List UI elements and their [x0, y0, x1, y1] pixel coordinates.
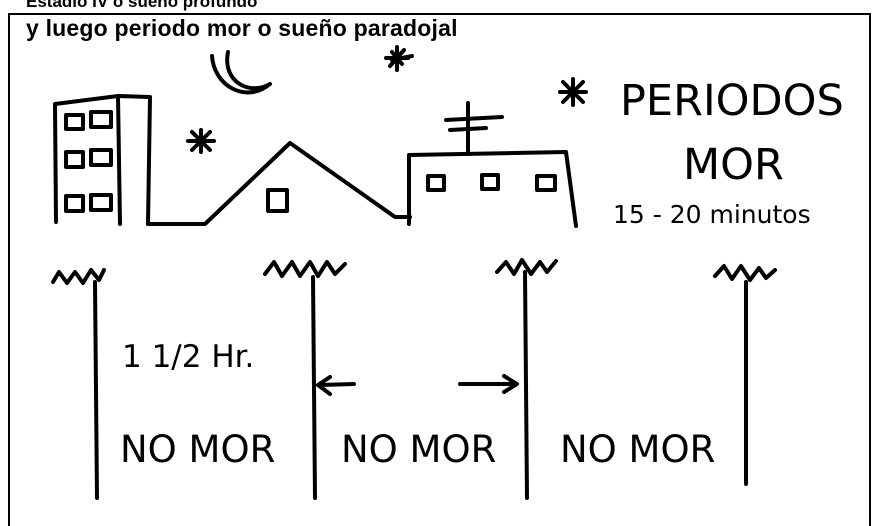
- diagram-frame: [8, 13, 871, 526]
- non-rem-label: NO MOR: [341, 428, 497, 471]
- moon-icon: [210, 50, 272, 95]
- building-icon: [407, 150, 578, 228]
- antenna-icon: [444, 101, 504, 156]
- rem-duration: 15 - 20 minutos: [613, 200, 811, 229]
- non-rem-label: NO MOR: [560, 428, 716, 471]
- arrow-right-icon: [458, 374, 519, 394]
- star-icon: [384, 45, 414, 72]
- sleep-cycle-markers: [51, 258, 777, 500]
- house-icon: [146, 141, 412, 226]
- rem-periods-title: PERIODOS: [620, 76, 844, 126]
- arrow-left-icon: [316, 375, 356, 396]
- cropped-header-line: Estadio IV o sueño profundo: [26, 0, 258, 11]
- building-icon: [53, 94, 152, 226]
- diagram-subtitle: y luego periodo mor o sueño paradojal: [26, 15, 458, 41]
- star-icon: [186, 128, 216, 154]
- non-rem-label: NO MOR: [120, 428, 276, 471]
- rem-label: MOR: [683, 140, 784, 190]
- cycle-interval-label: 1 1/2 Hr.: [122, 339, 255, 375]
- star-icon: [558, 77, 588, 107]
